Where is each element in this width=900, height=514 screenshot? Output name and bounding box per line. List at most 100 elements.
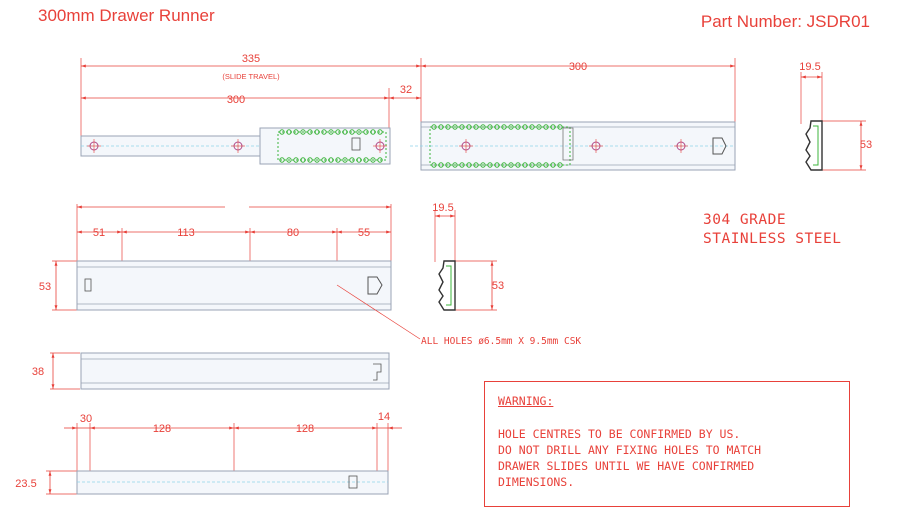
ball-bearing <box>515 162 521 168</box>
mounting-hole <box>87 139 101 153</box>
ball-bearing <box>522 162 528 168</box>
dim-80: 80 <box>287 227 299 239</box>
ball-bearing <box>286 157 292 163</box>
ball-bearing <box>466 124 472 130</box>
warning-box: WARNING: HOLE CENTRES TO BE CONFIRMED BY… <box>484 381 850 507</box>
dim-53-mid-profile: 53 <box>492 280 504 292</box>
ball-bearing <box>279 157 285 163</box>
ball-bearing <box>438 162 444 168</box>
dim-300-left: 300 <box>227 94 245 106</box>
ball-bearing <box>363 129 369 135</box>
ball-bearing <box>431 162 437 168</box>
dim-55: 55 <box>358 227 370 239</box>
ball-bearing <box>550 124 556 130</box>
profile-view-top <box>800 72 866 171</box>
material-grade-line1: 304 GRADE <box>703 212 787 228</box>
dim-128-right: 128 <box>296 423 314 435</box>
mounting-hole <box>589 139 603 153</box>
profile-view-mid <box>434 210 497 311</box>
ball-bearing <box>363 157 369 163</box>
middle-member-view <box>50 352 390 390</box>
ball-bearing <box>328 129 334 135</box>
ball-bearing <box>508 162 514 168</box>
ball-bearing <box>550 162 556 168</box>
ball-bearing <box>536 162 542 168</box>
dim-300-right: 300 <box>569 61 587 73</box>
warning-line-3: DRAWER SLIDES UNTIL WE HAVE CONFIRMED <box>498 459 755 473</box>
warning-line-4: DIMENSIONS. <box>498 475 575 489</box>
ball-bearing <box>529 124 535 130</box>
warning-line-1: HOLE CENTRES TO BE CONFIRMED BY US. <box>498 427 741 441</box>
dim-19-5-top: 19.5 <box>799 61 820 73</box>
ball-bearing <box>473 124 479 130</box>
ball-bearing <box>279 129 285 135</box>
ball-bearing <box>307 129 313 135</box>
outer-rail-view <box>52 204 421 340</box>
ball-bearing <box>445 162 451 168</box>
ball-bearing <box>508 124 514 130</box>
ball-bearing <box>377 129 383 135</box>
ball-bearing <box>321 157 327 163</box>
material-grade-line2: STAINLESS STEEL <box>703 231 842 247</box>
ball-bearing <box>314 129 320 135</box>
dim-113: 113 <box>177 227 195 239</box>
ball-bearing <box>487 124 493 130</box>
ball-bearing <box>515 124 521 130</box>
ball-bearings <box>279 124 563 168</box>
ball-bearing <box>431 124 437 130</box>
ball-bearing <box>335 129 341 135</box>
part-number: Part Number: JSDR01 <box>700 12 870 31</box>
ball-bearing <box>328 157 334 163</box>
ball-bearing <box>487 162 493 168</box>
ball-bearing <box>543 162 549 168</box>
ball-bearing <box>536 124 542 130</box>
dim-53-mid: 53 <box>39 281 51 293</box>
ball-bearing <box>321 129 327 135</box>
drawing-title: 300mm Drawer Runner <box>38 6 215 25</box>
ball-bearing <box>377 157 383 163</box>
ball-bearing <box>494 124 500 130</box>
mounting-hole <box>674 139 688 153</box>
dim-38: 38 <box>32 366 44 378</box>
ball-bearing <box>438 124 444 130</box>
inner-member-view <box>46 423 402 495</box>
dim-slide-travel-note: (SLIDE TRAVEL) <box>222 72 280 81</box>
ball-bearing <box>356 157 362 163</box>
holes-note: ALL HOLES ø6.5mm X 9.5mm CSK <box>421 336 581 347</box>
ball-bearing <box>473 162 479 168</box>
ball-bearing <box>452 124 458 130</box>
ball-bearing <box>349 129 355 135</box>
warning-line-2: DO NOT DRILL ANY FIXING HOLES TO MATCH <box>498 443 762 457</box>
ball-bearing <box>543 124 549 130</box>
ball-bearing <box>557 124 563 130</box>
ball-bearing <box>459 124 465 130</box>
ball-bearing <box>300 157 306 163</box>
ball-bearing <box>459 162 465 168</box>
ball-bearing <box>370 157 376 163</box>
ball-bearing <box>494 162 500 168</box>
ball-bearing <box>356 129 362 135</box>
ball-bearing <box>466 162 472 168</box>
mounting-hole <box>231 139 245 153</box>
ball-bearing <box>452 162 458 168</box>
ball-bearing <box>522 124 528 130</box>
dim-30: 30 <box>80 413 92 425</box>
ball-bearing <box>480 124 486 130</box>
ball-bearing <box>314 157 320 163</box>
ball-bearing <box>480 162 486 168</box>
dim-335: 335 <box>242 53 260 65</box>
mounting-hole <box>459 139 473 153</box>
ball-bearing <box>286 129 292 135</box>
dim-53-top: 53 <box>860 139 872 151</box>
ball-bearing <box>370 129 376 135</box>
dim-32: 32 <box>400 84 412 96</box>
ball-bearing <box>342 157 348 163</box>
ball-bearing <box>342 129 348 135</box>
dim-51: 51 <box>93 227 105 239</box>
extended-runner-view <box>80 58 736 171</box>
ball-bearing <box>501 124 507 130</box>
dim-128-left: 128 <box>153 423 171 435</box>
ball-bearing <box>349 157 355 163</box>
ball-bearing <box>445 124 451 130</box>
ball-bearing <box>529 162 535 168</box>
